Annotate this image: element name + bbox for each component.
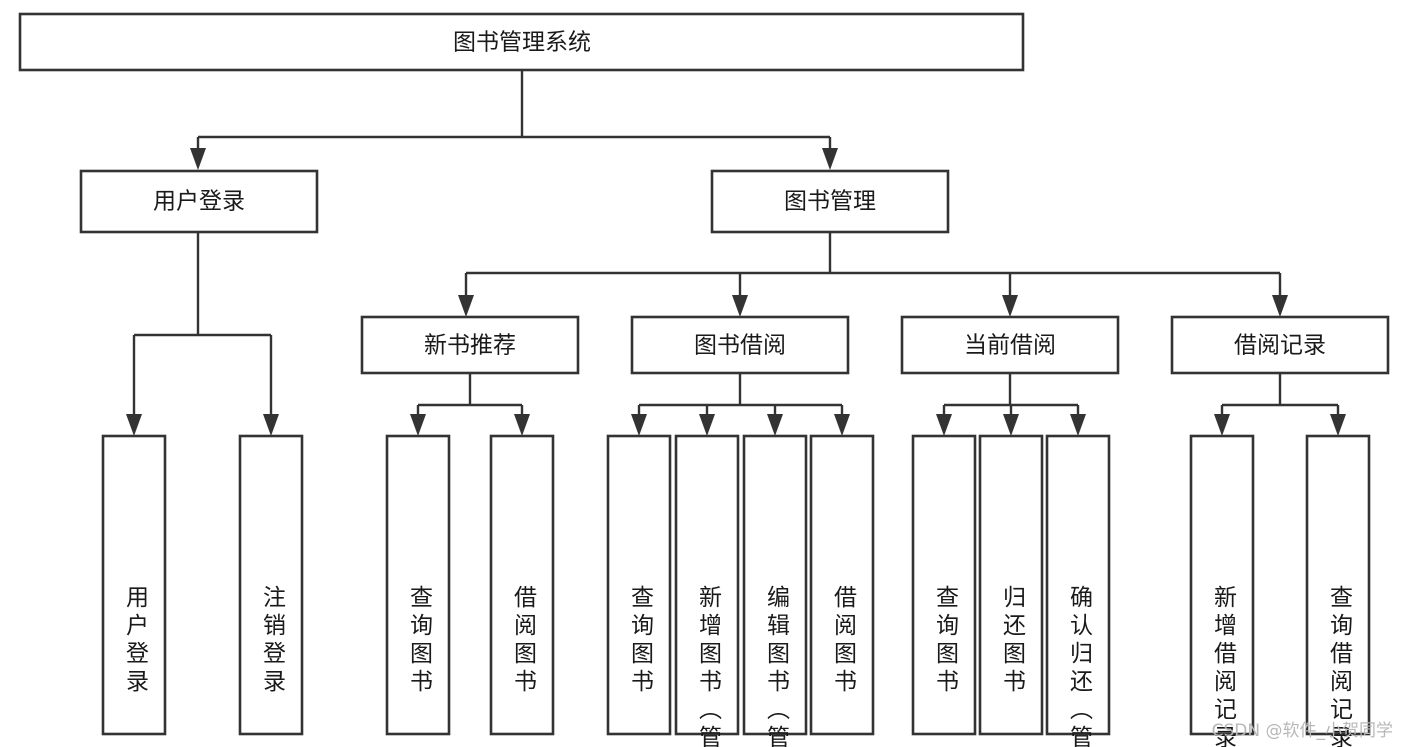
node-leaf-add-record-label: 新增借阅记录: [1210, 585, 1238, 747]
node-user-login-box[interactable]: [79, 169, 319, 234]
node-borrow-record[interactable]: 借阅记录: [1170, 315, 1390, 375]
node-leaf-query-book-a-label: 查询图书: [406, 585, 434, 697]
connector-layer: [126, 70, 1346, 436]
arrowhead-leaf-user-login: [126, 414, 142, 436]
node-root-box[interactable]: [18, 12, 1025, 72]
node-leaf-add-record-box[interactable]: [1189, 434, 1255, 736]
node-leaf-logout-label: 注销登录: [259, 585, 287, 697]
node-new-book-rec-box[interactable]: [360, 315, 580, 375]
arrowhead-book-borrow: [732, 295, 748, 317]
arrowhead-borrow-book-a: [514, 414, 530, 436]
arrowhead-current-borrow: [1002, 295, 1018, 317]
node-leaf-confirm-return-label: 确认归还（管理员）: [1066, 585, 1094, 747]
node-leaf-add-book-label: 新增图书（管理员）: [695, 585, 723, 747]
arrowhead-book-manage: [822, 148, 838, 170]
node-leaf-confirm-return[interactable]: 确认归还（管理员）: [1045, 434, 1111, 747]
node-book-borrow[interactable]: 图书借阅: [630, 315, 850, 375]
node-leaf-return-book-box[interactable]: [978, 434, 1044, 736]
node-borrow-record-box[interactable]: [1170, 315, 1390, 375]
node-book-borrow-box[interactable]: [630, 315, 850, 375]
node-leaf-user-login[interactable]: 用户登录: [101, 434, 167, 736]
node-leaf-query-book-a-box[interactable]: [385, 434, 451, 736]
node-leaf-query-record-label: 查询借阅记录: [1326, 585, 1354, 747]
node-leaf-edit-book-label: 编辑图书（管理员）: [763, 585, 791, 747]
node-book-borrow-label: 图书借阅: [694, 333, 786, 359]
node-leaf-query-book-c-box[interactable]: [911, 434, 977, 736]
node-leaf-borrow-book-a[interactable]: 借阅图书: [489, 434, 555, 736]
node-leaf-borrow-book-b-box[interactable]: [809, 434, 875, 736]
arrowhead-add-record: [1214, 414, 1230, 436]
node-leaf-borrow-book-b-label: 借阅图书: [830, 585, 858, 697]
arrowhead-leaf-logout: [263, 414, 279, 436]
node-book-manage-label: 图书管理: [784, 189, 876, 215]
node-leaf-query-book-b[interactable]: 查询图书: [606, 434, 672, 736]
arrowhead-return-book: [1003, 414, 1019, 436]
edge-book-manage-to-level2: [458, 232, 1288, 317]
arrowhead-add-book: [699, 414, 715, 436]
node-leaf-edit-book[interactable]: 编辑图书（管理员）: [742, 434, 808, 747]
arrowhead-borrow-record: [1272, 295, 1288, 317]
node-new-book-rec-label: 新书推荐: [424, 333, 516, 359]
arrowhead-query-book-b: [631, 414, 647, 436]
node-current-borrow-box[interactable]: [900, 315, 1120, 375]
arrowhead-query-book-a: [410, 414, 426, 436]
node-leaf-add-book-box[interactable]: [674, 434, 740, 736]
arrowhead-query-record: [1330, 414, 1346, 436]
watermark: CSDN @软件_小贺同学: [1211, 721, 1393, 741]
node-leaf-return-book-label: 归还图书: [999, 585, 1027, 697]
node-leaf-user-login-label: 用户登录: [122, 585, 150, 697]
arrowhead-confirm-return: [1070, 414, 1086, 436]
node-user-login[interactable]: 用户登录: [79, 169, 319, 234]
edge-book-borrow-to-leaves: [631, 373, 850, 436]
node-borrow-record-label: 借阅记录: [1234, 333, 1326, 359]
arrowhead-edit-book: [767, 414, 783, 436]
node-leaf-add-record[interactable]: 新增借阅记录: [1189, 434, 1255, 747]
node-leaf-borrow-book-b[interactable]: 借阅图书: [809, 434, 875, 736]
edge-borrow-record-to-leaves: [1214, 373, 1346, 436]
node-leaf-edit-book-box[interactable]: [742, 434, 808, 736]
node-root[interactable]: 图书管理系统: [18, 12, 1025, 72]
node-user-login-label: 用户登录: [153, 189, 245, 215]
node-current-borrow[interactable]: 当前借阅: [900, 315, 1120, 375]
edge-current-borrow-to-leaves: [936, 373, 1086, 436]
edge-new-book-rec-to-leaves: [410, 373, 530, 436]
node-leaf-query-book-a[interactable]: 查询图书: [385, 434, 451, 736]
node-leaf-add-book[interactable]: 新增图书（管理员）: [674, 434, 740, 747]
node-leaf-query-record-box[interactable]: [1305, 434, 1371, 736]
node-root-label: 图书管理系统: [453, 30, 591, 56]
node-leaf-user-login-box[interactable]: [101, 434, 167, 736]
arrowhead-query-book-c: [936, 414, 952, 436]
node-leaf-query-book-b-label: 查询图书: [627, 585, 655, 697]
arrowhead-borrow-book-b: [834, 414, 850, 436]
node-new-book-rec[interactable]: 新书推荐: [360, 315, 580, 375]
node-leaf-logout-box[interactable]: [238, 434, 304, 736]
node-leaf-query-book-c[interactable]: 查询图书: [911, 434, 977, 736]
node-current-borrow-label: 当前借阅: [964, 333, 1056, 359]
node-leaf-logout[interactable]: 注销登录: [238, 434, 304, 736]
node-leaf-query-book-c-label: 查询图书: [932, 585, 960, 697]
node-leaf-return-book[interactable]: 归还图书: [978, 434, 1044, 736]
arrowhead-user-login: [190, 148, 206, 170]
node-leaf-borrow-book-a-label: 借阅图书: [510, 585, 538, 697]
arrowhead-new-book-rec: [458, 295, 474, 317]
node-leaf-query-record[interactable]: 查询借阅记录: [1305, 434, 1371, 747]
node-leaf-confirm-return-box[interactable]: [1045, 434, 1111, 736]
node-book-manage-box[interactable]: [710, 169, 950, 234]
node-book-manage[interactable]: 图书管理: [710, 169, 950, 234]
node-leaf-borrow-book-a-box[interactable]: [489, 434, 555, 736]
node-leaf-query-book-b-box[interactable]: [606, 434, 672, 736]
edge-user-login-to-leaves: [126, 232, 279, 436]
edge-root-to-level1: [190, 70, 838, 170]
